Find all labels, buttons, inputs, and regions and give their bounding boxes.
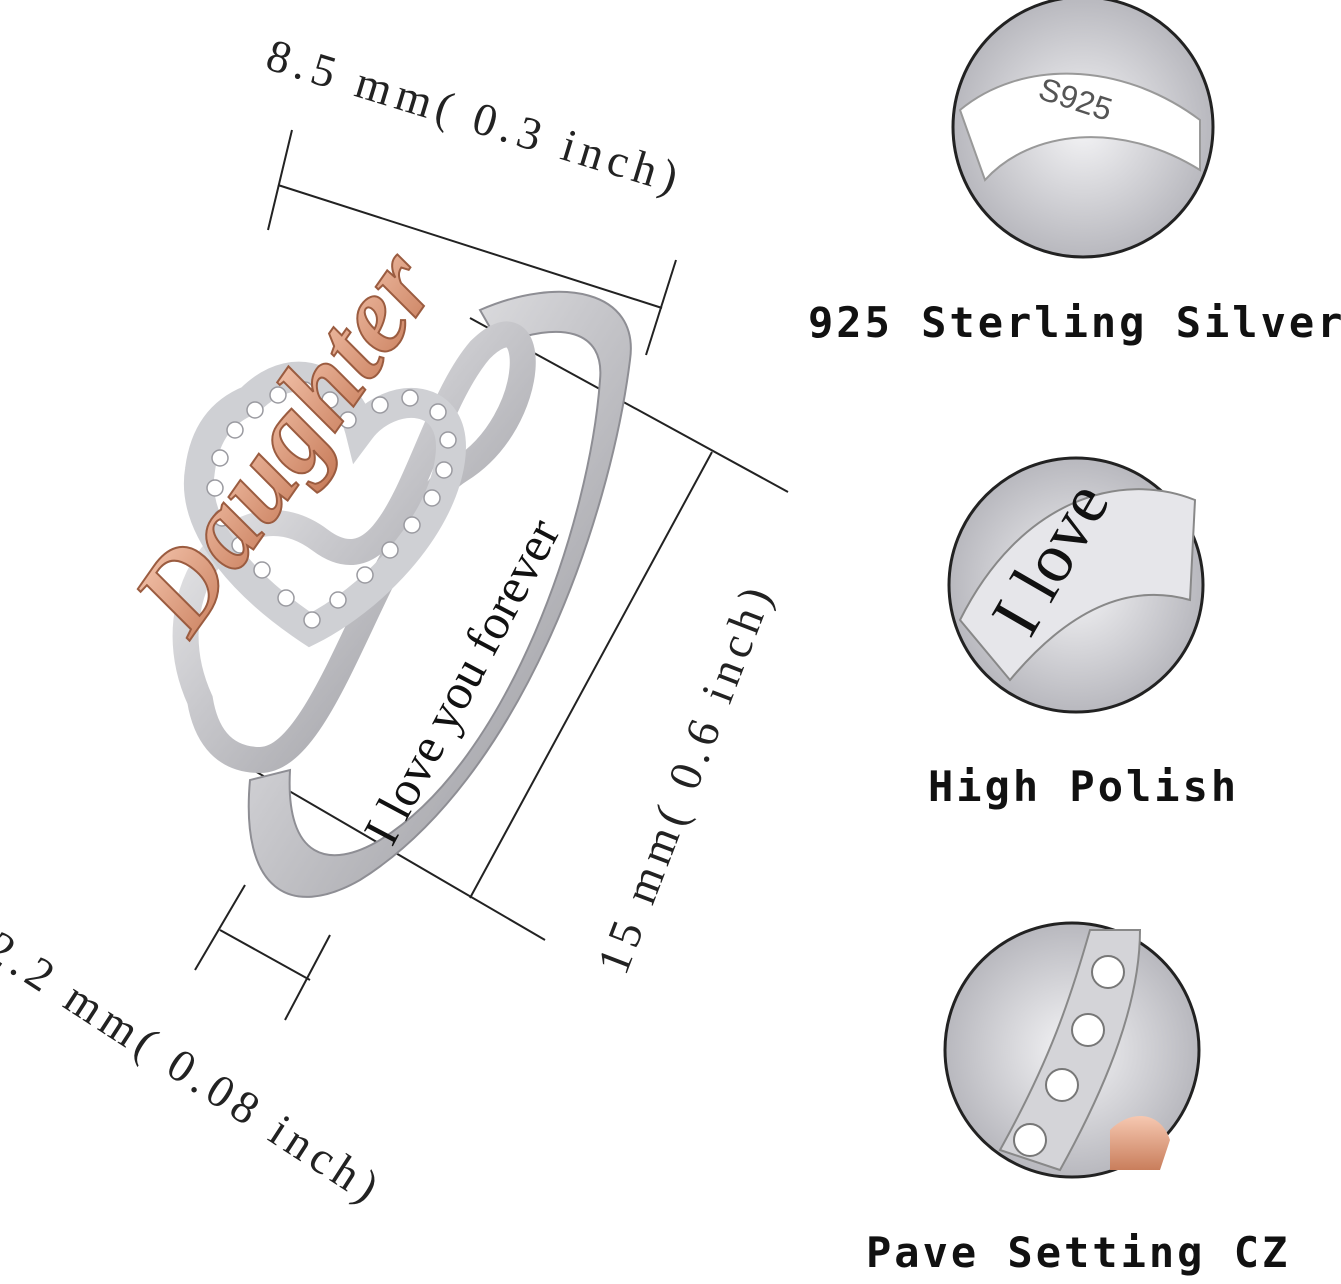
band-line <box>219 929 311 981</box>
feature-label-high-polish: High Polish <box>928 762 1240 811</box>
band-tick-left <box>194 884 246 971</box>
feature-label-sterling-silver: 925 Sterling Silver <box>808 298 1341 347</box>
detail-circle-polish: I love <box>947 456 1205 714</box>
detail-circle-stamp: S925 <box>951 0 1215 259</box>
detail-circle-pave <box>943 921 1201 1179</box>
infinity-heart <box>172 321 536 774</box>
pave-stones <box>206 381 457 629</box>
height-line-left <box>469 451 713 899</box>
width-tick-left <box>267 129 293 231</box>
feature-label-pave-setting: Pave Setting CZ <box>866 1228 1291 1277</box>
width-line <box>277 184 663 309</box>
ring-band <box>247 290 632 898</box>
